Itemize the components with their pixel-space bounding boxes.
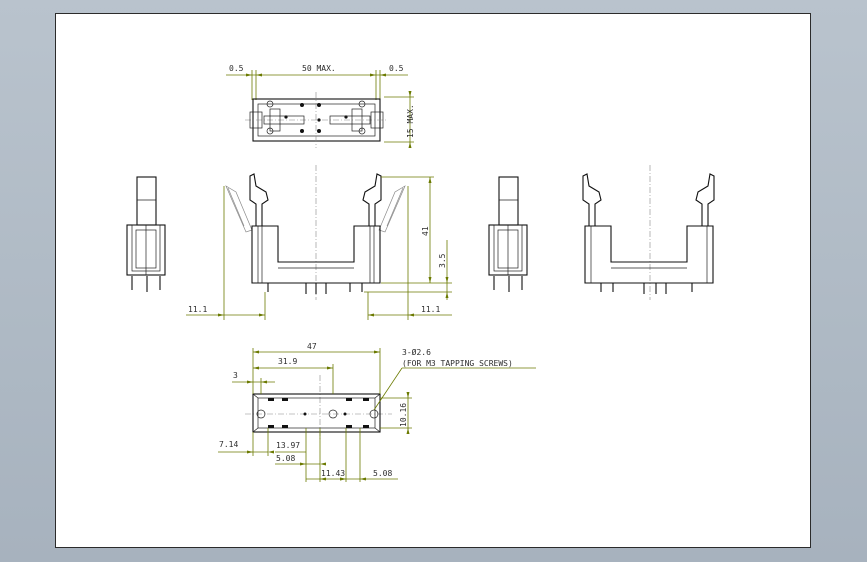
bottom-dim-pin-a: 13.97 (276, 441, 300, 450)
front-dim-height: 41 (421, 226, 430, 236)
right-side-view (488, 176, 528, 292)
bottom-view: 47 31.9 3 3-Ø2.6 (FOR M3 TAPPING SCREWS) (218, 342, 536, 482)
top-view: 0.5 50 MAX. 0.5 15 MAX. (226, 64, 415, 148)
bottom-dim-pitch-height: 10.16 (399, 403, 408, 427)
top-dim-left: 0.5 (229, 64, 244, 73)
front-view: 41 3.5 11.1 11.1 (186, 165, 452, 320)
bottom-dim-pin-d: 5.08 (373, 469, 392, 478)
bottom-dim-overall: 47 (307, 342, 317, 351)
bottom-note-holes: 3-Ø2.6 (402, 347, 431, 357)
bottom-note-screws: (FOR M3 TAPPING SCREWS) (402, 359, 513, 368)
rear-view (582, 165, 715, 300)
top-dim-right: 0.5 (389, 64, 404, 73)
top-dim-width: 50 MAX. (302, 64, 336, 73)
top-dim-height: 15 MAX. (406, 104, 415, 138)
bottom-dim-inner: 31.9 (278, 357, 297, 366)
drawing-sheet (55, 13, 811, 548)
bottom-dim-pin-b: 5.08 (276, 454, 295, 463)
bottom-dim-pin-c: 11.43 (321, 469, 345, 478)
front-dim-left-open: 11.1 (188, 305, 207, 314)
left-side-view (126, 176, 166, 292)
bottom-dim-offset: 7.14 (219, 440, 238, 449)
bottom-dim-edge: 3 (233, 371, 238, 380)
front-dim-pin: 3.5 (438, 253, 447, 268)
front-dim-right-open: 11.1 (421, 305, 440, 314)
